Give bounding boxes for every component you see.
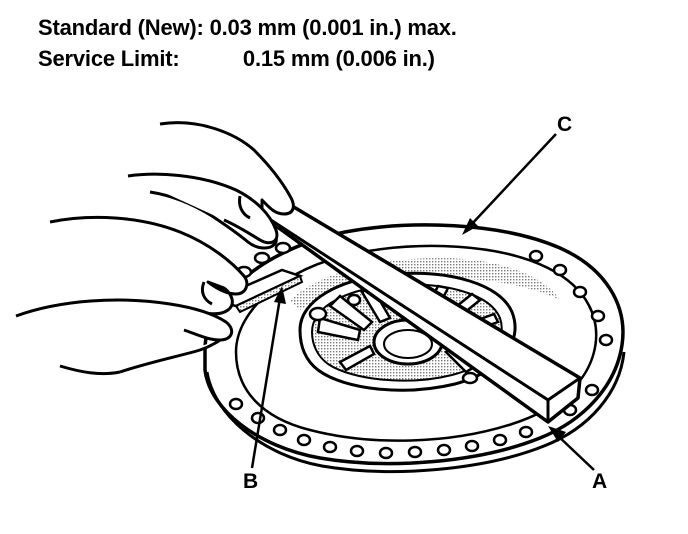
upper-hand [127, 121, 295, 250]
service-limit-value: 0.15 mm (0.006 in.) [242, 46, 435, 71]
feeler-gauge [210, 268, 304, 314]
leader-arrow-b [250, 286, 286, 469]
service-limit-label: Service Limit: [38, 46, 180, 71]
standard-value: 0.03 mm (0.001 in.) max. [209, 15, 457, 40]
leader-arrow-a [548, 426, 595, 471]
callout-a: A [592, 470, 608, 493]
lower-hand [15, 215, 249, 376]
standard-spec-row: Standard (New): 0.03 mm (0.001 in.) max. [38, 15, 457, 41]
callout-c: C [557, 113, 573, 136]
service-limit-row: Service Limit: 0.15 mm (0.006 in.) [38, 46, 435, 72]
standard-label: Standard (New): [38, 15, 204, 40]
callout-b: B [243, 470, 259, 493]
leader-arrow-c [462, 133, 557, 235]
